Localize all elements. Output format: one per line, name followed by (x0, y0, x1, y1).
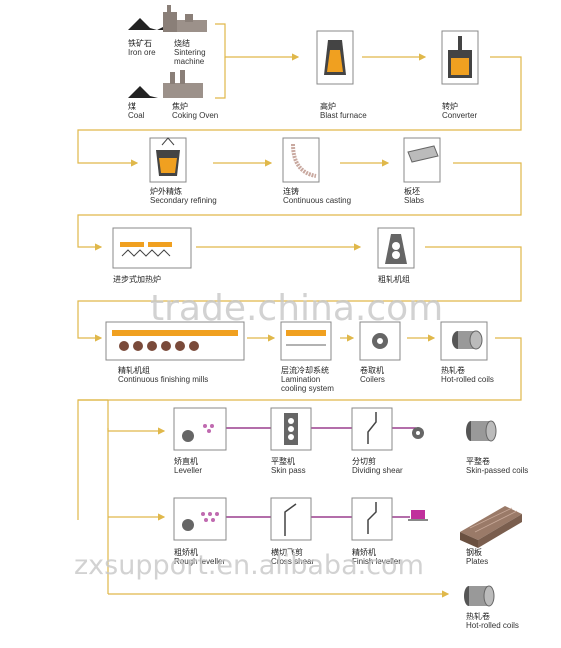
rough-leveller-icon (173, 497, 227, 541)
recoiler-icon (412, 427, 424, 439)
reheating-furnace-icon (112, 227, 192, 269)
secondary-refining-icon (149, 137, 187, 183)
watermark-top: trade.china.com (150, 288, 444, 329)
slabs-icon (403, 137, 441, 183)
plate-cut-icon (408, 510, 428, 521)
continuous-casting-icon (282, 137, 320, 183)
coking-oven-icon (128, 70, 203, 98)
skin-pass-icon (270, 407, 312, 451)
cross-shear-icon (270, 497, 312, 541)
label-reheating-furnace: 进步式加热炉 (113, 275, 161, 284)
finish-leveller-icon (351, 497, 393, 541)
hot-rolled-coils-icon (440, 321, 488, 361)
blast-furnace-icon (316, 30, 354, 85)
dividing-shear-icon (351, 407, 393, 451)
plates-icon (460, 506, 522, 548)
leveller-icon (173, 407, 227, 451)
flow-lines (77, 23, 522, 598)
skin-passed-coils-icon (466, 420, 497, 442)
coilers-icon (359, 321, 401, 361)
roughing-mill-icon (377, 227, 415, 269)
label-roughing-mill: 粗轧机组 (378, 275, 410, 284)
converter-icon (441, 30, 479, 85)
hot-rolled-coils-2-icon (464, 585, 495, 607)
sintering-machine-icon (128, 5, 207, 32)
watermark-bottom: zxsupport.en.alibaba.com (74, 550, 424, 581)
finishing-mills-icon (105, 321, 245, 361)
lamination-cooling-icon (280, 321, 332, 361)
